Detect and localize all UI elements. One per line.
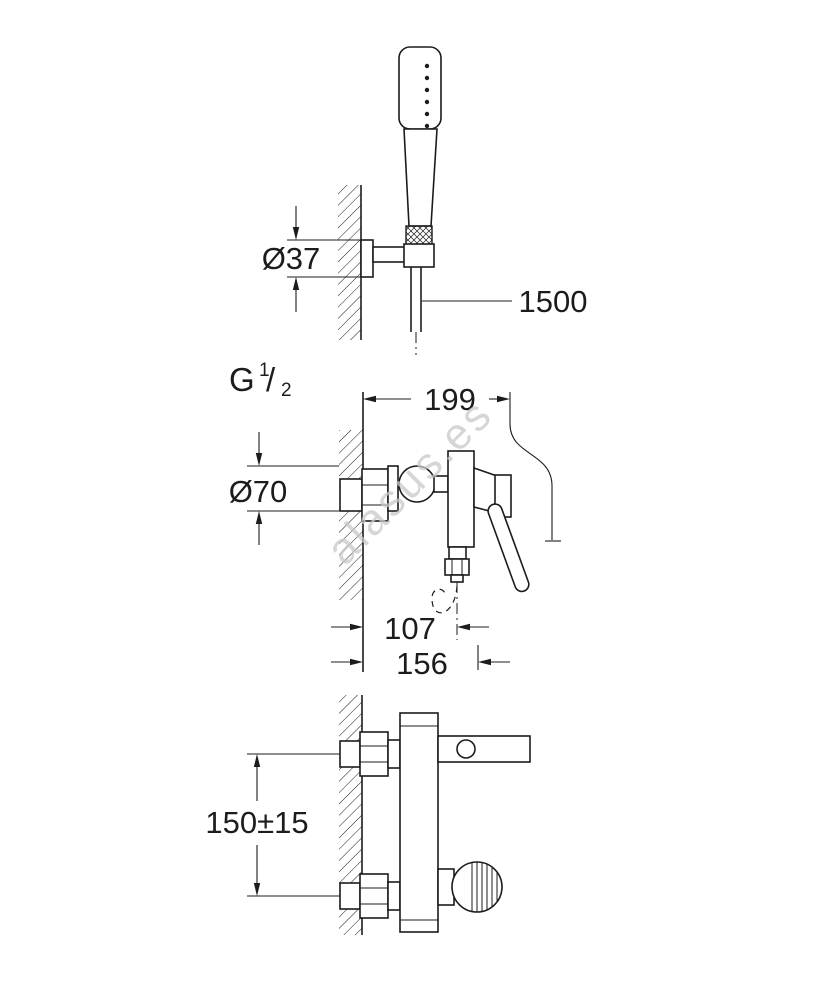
- dim-hose-length-label: 1500: [519, 284, 588, 319]
- escutcheon: [387, 465, 399, 512]
- shower-outlet-nut: [444, 558, 470, 576]
- dimension-connection-spacing: 150±15: [205, 754, 309, 896]
- dim-holder-diameter-label: Ø37: [262, 241, 321, 276]
- shower-handle-outline: [403, 128, 438, 227]
- arrow-up-icon: [255, 511, 263, 524]
- dimension-outlet-depth: 107: [331, 611, 489, 646]
- dimension-projection: 199: [363, 382, 561, 542]
- dimension-holder-diameter: Ø37: [262, 206, 361, 312]
- thread-denominator-label: 2: [281, 380, 292, 401]
- holder-wall-flange: [360, 239, 374, 278]
- thread-numerator-label: 1: [259, 360, 270, 381]
- outlet-collar: [450, 574, 464, 583]
- top-spacer: [387, 739, 401, 769]
- hose-nut: [405, 225, 433, 247]
- arrow-down-icon: [292, 227, 300, 240]
- arrow-left-icon: [457, 623, 470, 631]
- lever-handle: [487, 503, 530, 593]
- mixer-side-view: [339, 450, 530, 640]
- arrow-left-icon: [363, 395, 376, 403]
- arrow-up-icon: [253, 754, 261, 767]
- bottom-hex-nut: [359, 873, 389, 919]
- union-hex-nut: [361, 468, 389, 522]
- spout-hole: [456, 739, 476, 759]
- thread-slash-label: /: [266, 361, 276, 398]
- top-hex-nut: [359, 731, 389, 777]
- dim-connection-spacing-label: 150±15: [205, 805, 308, 840]
- arrow-right-icon: [350, 658, 363, 666]
- wall-hatch-top: [338, 185, 361, 340]
- shower-head-outline: [398, 46, 442, 130]
- hose-hint-curve: [431, 585, 458, 614]
- wall-hatch-middle: [339, 430, 363, 600]
- arrow-left-icon: [478, 658, 491, 666]
- dimension-lever-depth: 156: [331, 645, 510, 681]
- arrow-down-icon: [255, 453, 263, 466]
- mixer-front-view: [247, 712, 531, 933]
- spout-arm: [437, 735, 531, 763]
- holder-arm: [372, 246, 407, 263]
- arrow-up-icon: [292, 277, 300, 290]
- holder-clamp: [403, 243, 435, 268]
- wall-section-middle: [339, 392, 364, 672]
- shower-outlet: [448, 546, 467, 560]
- dimension-escutcheon-diameter: Ø70: [229, 432, 339, 545]
- mixer-body: [447, 450, 475, 548]
- dim-projection-label: 199: [424, 382, 476, 417]
- arrow-down-icon: [253, 883, 261, 896]
- dim-outlet-depth-label: 107: [384, 611, 436, 646]
- body-column: [399, 712, 439, 933]
- top-mount-square: [339, 740, 361, 768]
- bottom-mount-square: [339, 882, 361, 910]
- leader-curve: [509, 423, 553, 540]
- bottom-spacer: [387, 881, 401, 911]
- wall-section-top: [338, 185, 362, 340]
- arrow-right-icon: [497, 395, 510, 403]
- dim-escutcheon-diameter-label: Ø70: [229, 474, 288, 509]
- hand-shower-drawing: [360, 46, 442, 355]
- thread-size-label: G 1 / 2: [229, 360, 292, 401]
- dim-lever-depth-label: 156: [396, 646, 448, 681]
- arrow-right-icon: [350, 623, 363, 631]
- thread-g-label: G: [229, 361, 255, 398]
- dimension-hose-length: 1500: [422, 284, 587, 319]
- spray-dots: [424, 63, 430, 129]
